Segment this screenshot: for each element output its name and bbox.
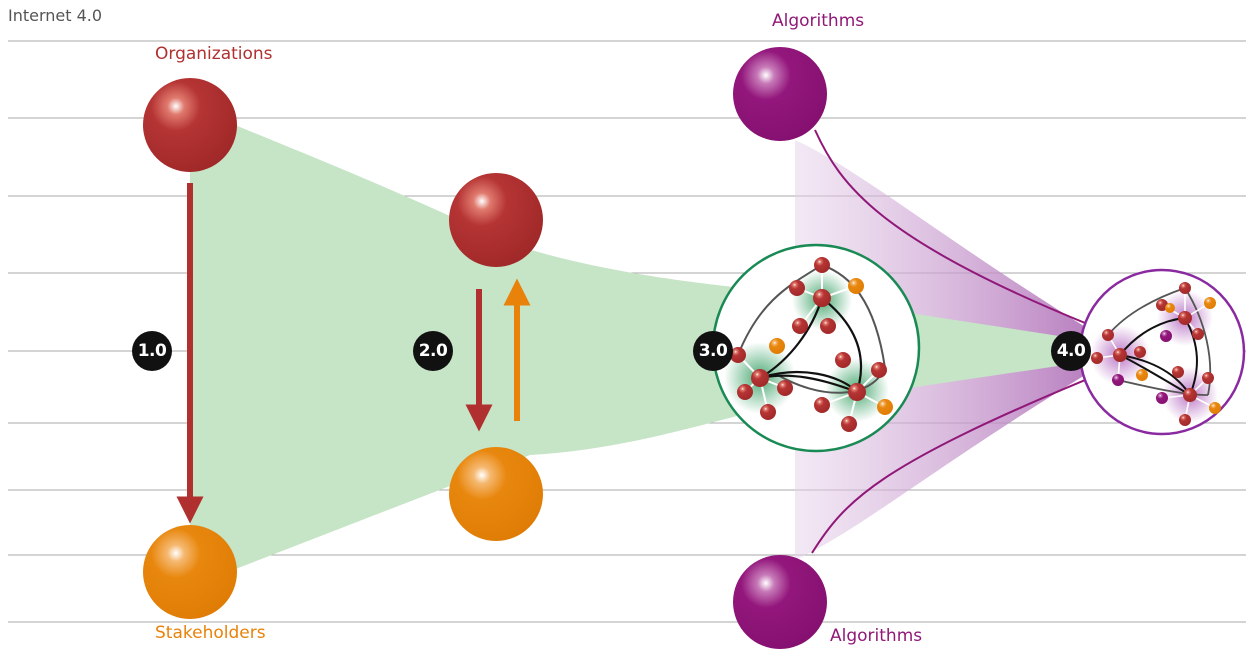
algorithms-sphere-bottom <box>733 555 827 649</box>
organizations-sphere-2 <box>449 173 543 267</box>
stakeholders-sphere <box>143 525 237 619</box>
organizations-sphere <box>143 78 237 172</box>
green-funnel <box>190 125 1085 580</box>
network-4 <box>1078 268 1246 436</box>
stage-badge-4: 4.0 <box>1051 331 1091 371</box>
algorithm-curve-top <box>814 129 1091 326</box>
algorithms-label-bottom: Algorithms <box>830 626 923 646</box>
stage-badge-3: 3.0 <box>693 331 733 371</box>
algorithms-sphere-top <box>733 47 827 141</box>
diagram-header: Internet 4.0 <box>8 6 103 25</box>
algorithm-curve-bottom <box>811 377 1091 554</box>
stage-badge-2: 2.0 <box>413 331 453 371</box>
stakeholders-sphere-2 <box>449 447 543 541</box>
algorithms-label-top: Algorithms <box>772 11 865 31</box>
stage-badge-1: 1.0 <box>132 331 172 371</box>
network-3 <box>711 243 921 453</box>
organizations-label: Organizations <box>155 44 273 64</box>
stakeholders-label: Stakeholders <box>155 623 266 643</box>
